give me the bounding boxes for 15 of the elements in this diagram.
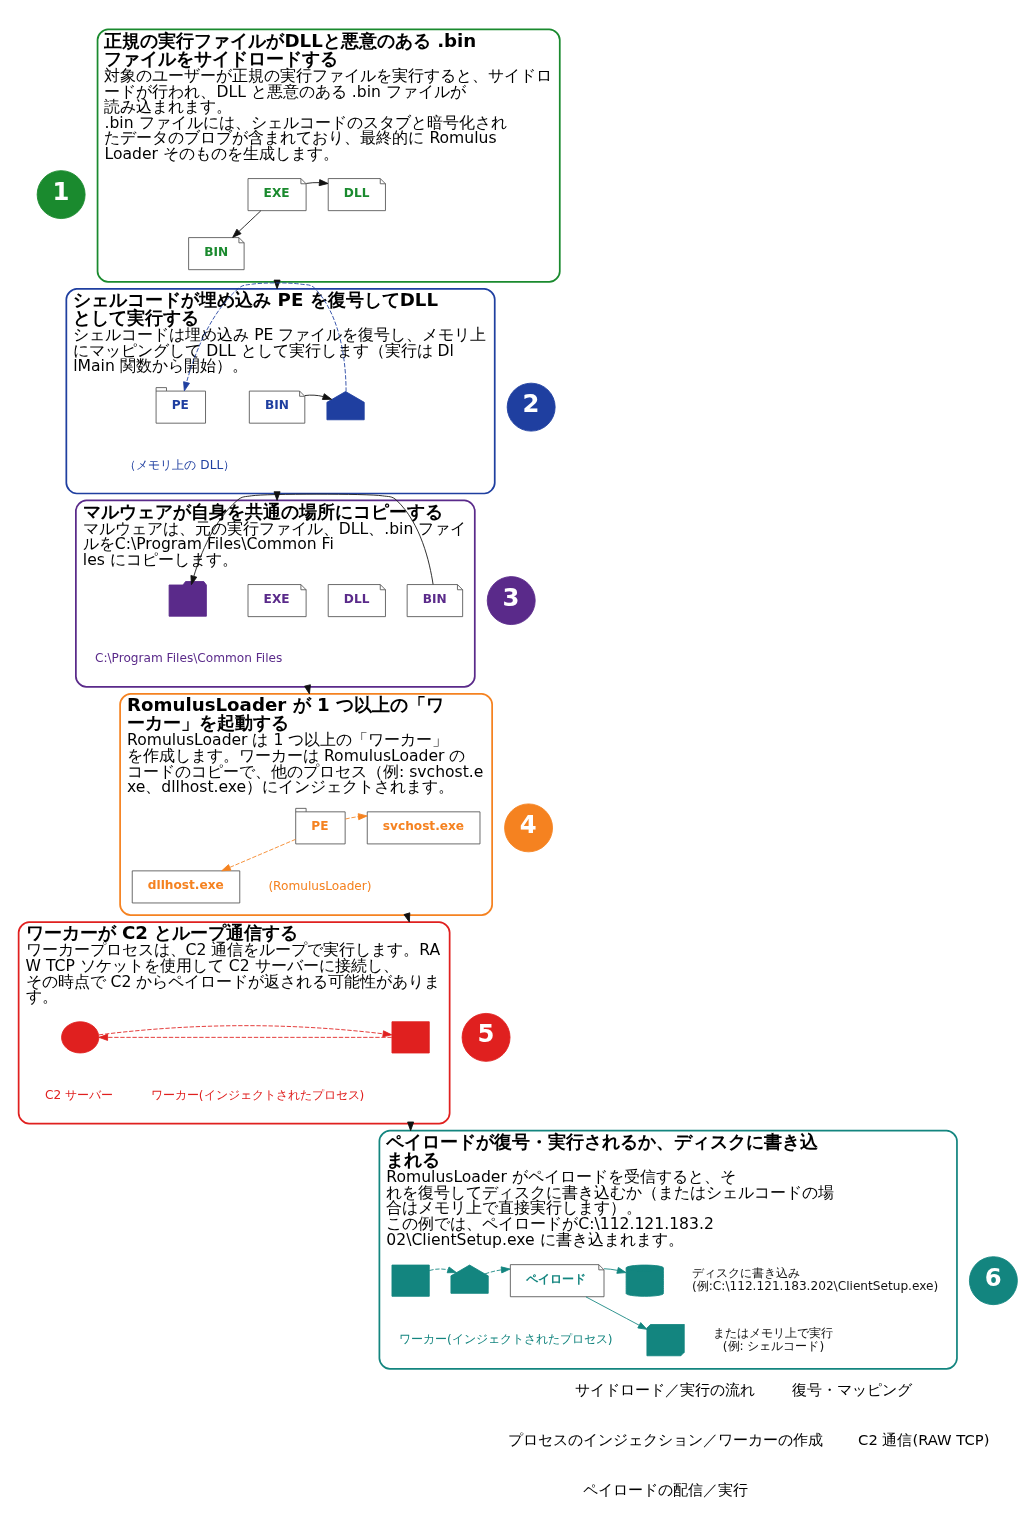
node-label: (例: シェルコード) [722,1338,825,1353]
node-label: ディスクに書き込み [692,1265,801,1280]
node-label: ワーカー(インジェクトされたプロセス) [398,1331,613,1346]
legend-label: プロセスのインジェクション／ワーカーの作成 [508,1430,824,1448]
legend-label: サイドロード／実行の流れ [575,1380,756,1398]
node-label: またはメモリ上で実行 [712,1325,833,1340]
legend-label: C2 通信(RAW TCP) [858,1430,990,1448]
legend-label: 復号・マッピング [791,1380,912,1398]
node-label: C2 サーバー [45,1087,114,1102]
node-label: (RomulusLoader) [268,878,372,893]
node-label: C:\Program Files\Common Files [94,650,283,665]
node-label: （メモリ上の DLL） [124,457,236,472]
node-label: (例:C:\112.121.183.202\ClientSetup.exe) [692,1278,939,1293]
node-label: ワーカー(インジェクトされたプロセス) [150,1087,365,1102]
legend-label: ペイロードの配信／実行 [583,1480,749,1498]
